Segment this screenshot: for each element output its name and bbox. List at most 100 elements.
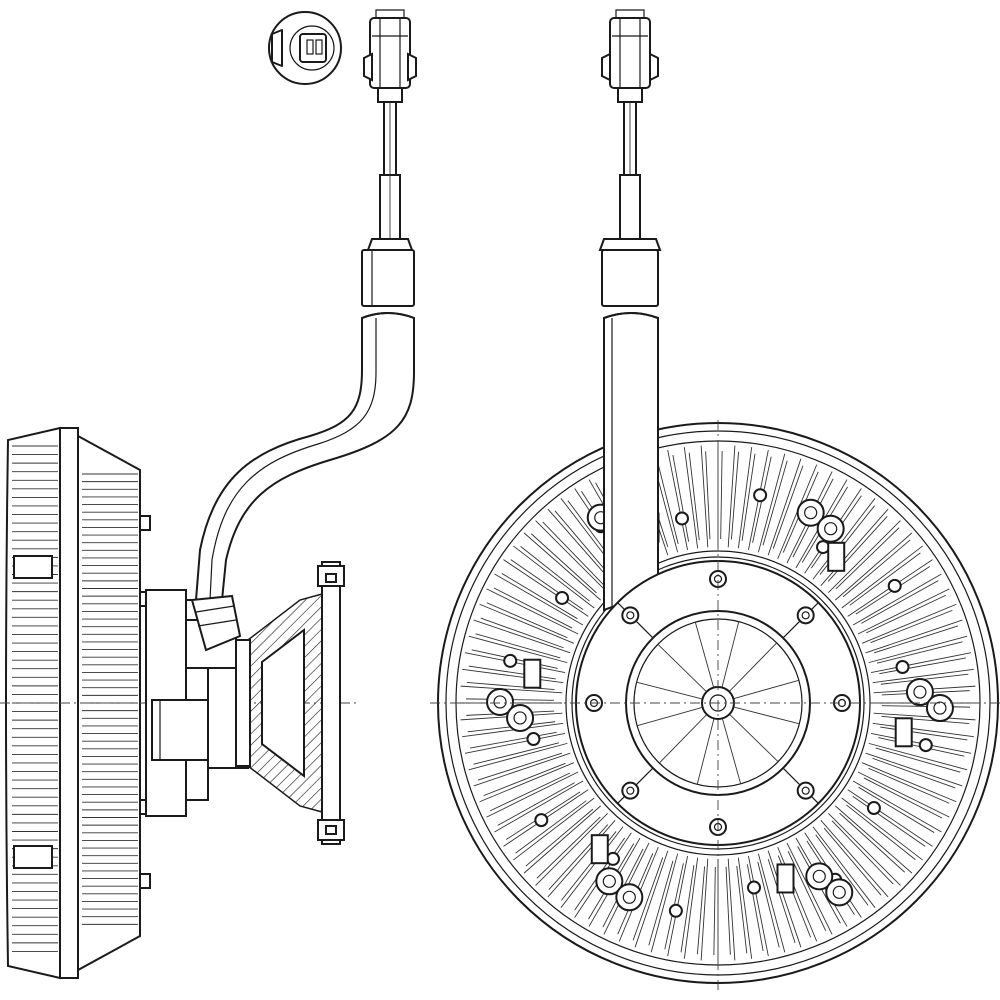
fan-fin xyxy=(468,742,568,771)
fan-fin xyxy=(767,458,802,556)
fan-fin-edge xyxy=(870,609,953,644)
fan-fin xyxy=(834,532,913,601)
fan-fin-edge xyxy=(725,866,731,955)
fan-fin xyxy=(737,447,753,549)
hub-spoke xyxy=(637,706,703,727)
fan-fin-edge xyxy=(849,552,921,606)
fan-fin xyxy=(523,532,602,601)
front-conduit xyxy=(603,312,659,612)
fan-fin-edge xyxy=(757,861,780,948)
fan-fin xyxy=(737,857,753,959)
fan-fin xyxy=(547,819,616,898)
fan-fin-edge xyxy=(852,795,926,847)
fan-fin-edge xyxy=(515,800,587,854)
fan-fin-edge xyxy=(835,527,900,590)
fan-fin xyxy=(503,559,589,617)
cap-screw xyxy=(747,880,762,895)
fan-fin-edge xyxy=(493,587,573,629)
fan-fin-edge xyxy=(688,452,700,541)
side-view xyxy=(0,9,417,980)
fan-fin xyxy=(560,826,624,908)
fan-fin-edge xyxy=(672,454,690,542)
fan-fin-edge xyxy=(480,617,564,649)
fan-fin xyxy=(767,850,802,948)
fan-fin-edge xyxy=(720,451,723,540)
fan-fin xyxy=(727,445,736,548)
fan-fin-edge xyxy=(879,657,967,675)
fan-fin xyxy=(868,742,968,771)
fan-fin xyxy=(700,445,709,548)
fan-fin xyxy=(683,447,699,549)
fan-fin xyxy=(513,545,595,609)
fan-fin xyxy=(667,449,689,551)
hub-spoke xyxy=(729,713,779,763)
fan-fin xyxy=(827,812,901,886)
fan-fin xyxy=(868,635,968,664)
fan-fin-edge xyxy=(762,460,788,546)
cap-screw xyxy=(895,659,910,674)
hub-housing xyxy=(145,589,249,817)
hub-bolt xyxy=(796,606,815,625)
fan-fin-edge xyxy=(831,820,894,885)
central-hub xyxy=(430,420,1000,990)
hub-spoke xyxy=(658,714,708,764)
fan-fin xyxy=(494,573,584,626)
fan-fin-edge xyxy=(542,521,605,586)
fan-fin xyxy=(852,780,942,833)
cap-screw xyxy=(555,590,570,605)
fan-fin xyxy=(464,732,566,754)
mounting-lug xyxy=(894,678,954,748)
hub-spoke xyxy=(696,718,715,785)
fan-fin-edge xyxy=(863,777,943,819)
fan-fin xyxy=(462,668,564,684)
fan-fin-edge xyxy=(874,625,959,654)
cap-screw xyxy=(866,801,881,816)
fan-fin-edge xyxy=(772,465,804,549)
fan-fin-edge xyxy=(473,742,560,765)
fan-fin xyxy=(841,797,923,861)
fan-fin xyxy=(535,520,609,594)
hub-bolt xyxy=(621,606,640,625)
fan-fin xyxy=(650,853,679,953)
mounting-lug xyxy=(776,862,854,907)
fan-fin xyxy=(857,588,950,635)
cable-conduit xyxy=(194,312,415,601)
fan-fin xyxy=(865,619,963,654)
fan-fin-edge xyxy=(696,866,706,955)
fan-fin xyxy=(460,685,563,694)
fan-fin-edge xyxy=(525,808,594,867)
fan-fin-edge xyxy=(520,545,590,602)
fan-fin xyxy=(634,850,669,948)
fan-fin xyxy=(834,805,913,874)
connector-side-view xyxy=(363,9,417,103)
fan-fin xyxy=(683,857,699,959)
fan-fin-edge xyxy=(477,752,562,781)
mounting-lug xyxy=(590,834,644,912)
fan-fin-edge xyxy=(483,762,566,797)
fan-fin xyxy=(861,603,957,644)
fan-fin xyxy=(473,619,571,654)
fan-fin xyxy=(812,498,876,580)
fan-fin-edge xyxy=(876,641,963,664)
hub-spoke xyxy=(657,643,707,693)
fan-fin xyxy=(872,722,974,738)
fan-fin xyxy=(535,812,609,886)
fan-fin-edge xyxy=(868,767,950,804)
hub-spoke xyxy=(733,679,799,700)
fan-fin xyxy=(857,771,950,818)
fan-fin-edge xyxy=(648,860,674,946)
fan-fin xyxy=(827,520,901,594)
hub-spoke xyxy=(721,718,742,784)
fan-fin-edge xyxy=(846,804,916,861)
fan-fin xyxy=(479,603,575,644)
fan-fin-edge xyxy=(730,451,740,540)
cap-screw xyxy=(674,511,689,526)
cable-sleeve xyxy=(361,249,415,307)
fan-fin xyxy=(462,722,564,738)
fan-fin-edge xyxy=(713,866,716,955)
fan-fin-edge xyxy=(839,812,906,873)
mounting-lug xyxy=(796,498,846,572)
fan-fin-edge xyxy=(501,573,578,620)
front-sleeve xyxy=(601,249,659,307)
fan-fin-edge xyxy=(746,864,764,952)
